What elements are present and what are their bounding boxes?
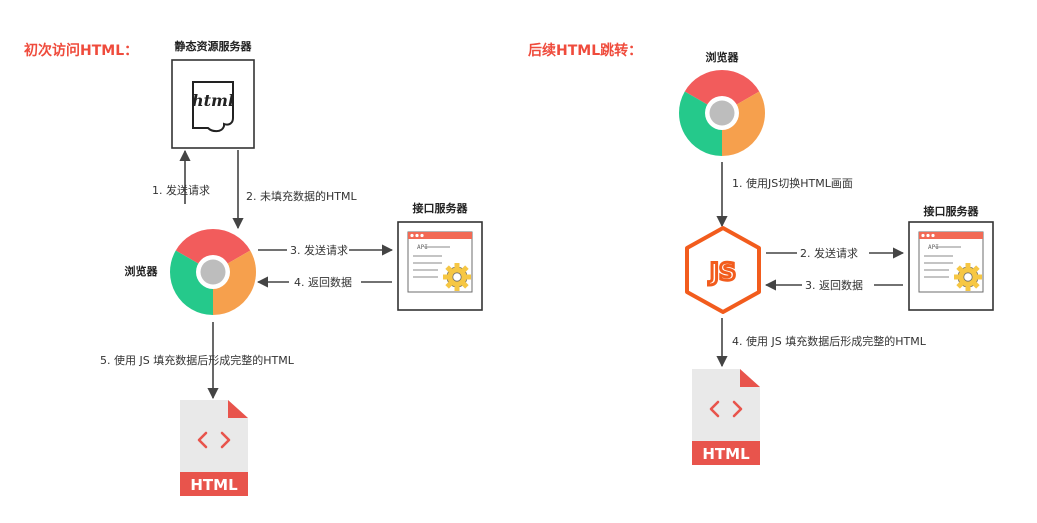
left-api-server-node: API (397, 221, 483, 311)
right-edge-3-label: 3. 返回数据 (805, 278, 863, 292)
right-edge-4-label: 4. 使用 JS 填充数据后形成完整的HTML (732, 334, 927, 348)
right-api-server-label: 接口服务器 (924, 204, 980, 218)
js-node: JS (685, 226, 761, 314)
right-browser-node (678, 69, 766, 156)
left-api-text: API (417, 244, 428, 251)
right-edge-2-label: 2. 发送请求 (800, 246, 858, 260)
edge-5-label: 5. 使用 JS 填充数据后形成完整的HTML (100, 353, 295, 367)
static-server-label: 静态资源服务器 (175, 39, 253, 53)
edge-1-label: 1. 发送请求 (152, 183, 210, 197)
chrome-browser-icon (678, 69, 766, 156)
left-browser-node (169, 228, 257, 315)
right-html-badge: HTML (702, 445, 750, 463)
edge-4-label: 4. 返回数据 (294, 275, 352, 289)
edge-2-label: 2. 未填充数据的HTML (246, 189, 357, 203)
right-html-file-node: HTML (690, 367, 762, 467)
left-html-badge: HTML (190, 476, 238, 494)
right-section-title: 后续HTML跳转： (528, 42, 642, 59)
chrome-browser-icon (169, 228, 257, 315)
js-text: JS (708, 258, 736, 286)
left-api-server-label: 接口服务器 (413, 201, 469, 215)
edge-3-label: 3. 发送请求 (290, 243, 348, 257)
left-html-file-node: HTML (178, 398, 250, 498)
api-window-gear-icon (908, 221, 994, 311)
api-window-gear-icon (397, 221, 483, 311)
static-server-node: html (171, 59, 255, 149)
html-document-icon: html (192, 81, 234, 133)
right-browser-label: 浏览器 (706, 50, 740, 64)
html-doc-text: html (192, 91, 234, 110)
left-browser-label: 浏览器 (125, 264, 159, 278)
right-edge-1-label: 1. 使用JS切换HTML画面 (732, 176, 853, 190)
right-api-server-node: API (908, 221, 994, 311)
right-api-text: API (928, 244, 939, 251)
nodejs-hexagon-icon (685, 226, 761, 314)
left-section-title: 初次访问HTML： (24, 42, 138, 59)
